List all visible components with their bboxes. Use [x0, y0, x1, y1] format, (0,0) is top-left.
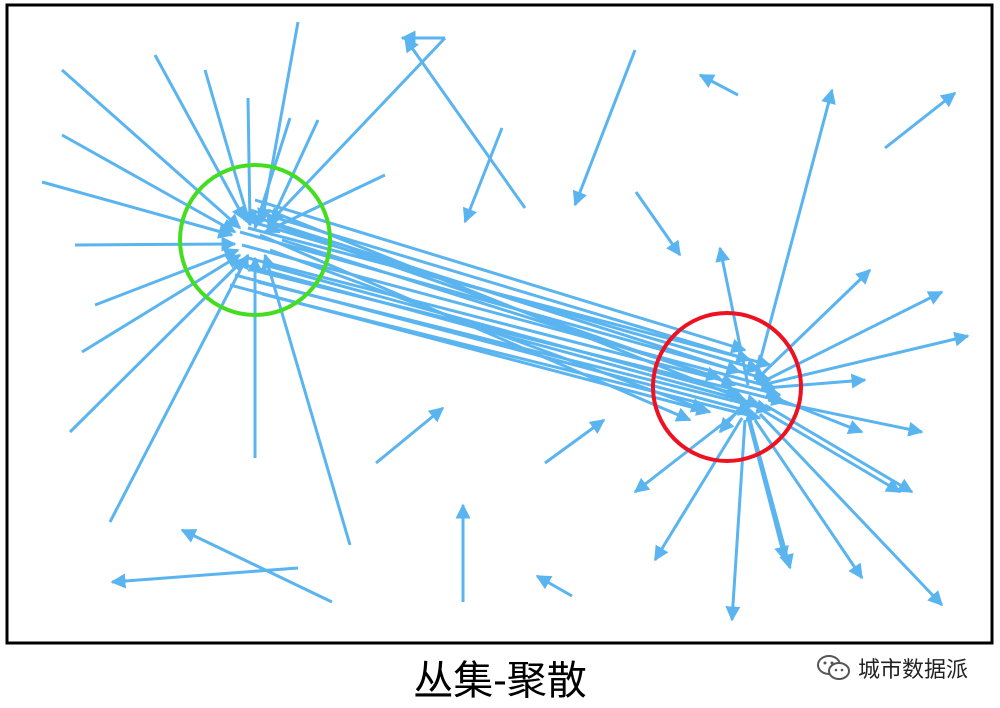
flow-arrow: [261, 253, 352, 546]
flow-arrow: [462, 127, 504, 224]
flow-arrow: [263, 173, 386, 234]
flow-arrow: [81, 253, 242, 354]
watermark-text: 城市数据派: [857, 658, 968, 683]
flow-arrow: [257, 216, 742, 376]
flow-arrow: [403, 36, 527, 209]
flow-arrow: [229, 283, 712, 416]
flow-arrow: [884, 91, 957, 150]
wechat-icon: [816, 655, 850, 680]
flow-arrow: [535, 574, 573, 598]
flow-arrow: [281, 238, 722, 382]
flow-arrow: [244, 263, 762, 409]
flow-arrow: [108, 253, 250, 523]
flow-arrow: [61, 68, 242, 230]
flow-arrow: [242, 97, 258, 227]
flow-arrow: [761, 408, 902, 494]
destination-cluster-circle: [651, 311, 803, 463]
flow-arrow: [110, 566, 299, 589]
flow-arrow: [698, 73, 739, 97]
flow-arrow: [764, 373, 867, 390]
flow-arrow: [572, 49, 637, 207]
flow-arrow: [753, 88, 836, 381]
flow-arrow: [264, 263, 742, 399]
flow-arrow: [761, 331, 970, 387]
flow-arrow: [746, 417, 789, 562]
flow-arrow: [758, 412, 944, 607]
flow-arrow: [375, 406, 445, 465]
flow-arrow: [748, 419, 794, 570]
flow-arrow: [759, 290, 944, 385]
flow-arrow: [634, 191, 682, 257]
flow-arrow: [247, 226, 772, 369]
origin-cluster-circle: [178, 163, 332, 317]
flow-arrow: [68, 256, 247, 434]
flow-arrow: [41, 180, 234, 239]
flow-arrow: [715, 246, 750, 386]
flow-arrow: [268, 36, 447, 224]
flow-arrow: [61, 133, 237, 234]
flow-arrow: [756, 268, 872, 380]
flow-arrow: [764, 403, 914, 494]
flow-arrow: [718, 407, 742, 434]
flow-arrow: [203, 69, 254, 227]
flow-arrow: [94, 247, 240, 307]
watermark: 城市数据派: [816, 652, 968, 684]
flow-arrow: [234, 273, 754, 416]
flow-arrow: [254, 198, 747, 354]
flow-arrow: [74, 236, 237, 252]
flow-arrow: [767, 398, 924, 437]
flow-arrow: [251, 117, 292, 230]
flow-arrow: [180, 528, 333, 604]
diagram-caption: 丛集-聚散: [413, 658, 587, 704]
flow-arrow: [544, 418, 606, 465]
flow-arrow: [241, 243, 777, 392]
flow-arrow: [653, 417, 744, 562]
flow-arrow: [767, 393, 864, 435]
flow-arrow: [725, 419, 747, 622]
flow-arrow: [247, 256, 782, 399]
flow-arrow: [153, 54, 247, 222]
